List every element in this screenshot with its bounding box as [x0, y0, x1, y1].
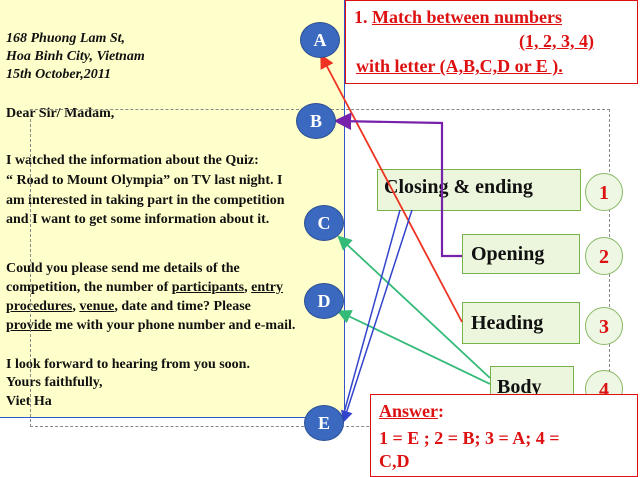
answer-title: Answer: [379, 401, 444, 422]
para1-line4: and I want to get some information about… [6, 212, 270, 227]
letter-circle-b[interactable]: B [296, 103, 336, 139]
answer-label: Answer [379, 401, 438, 421]
letter-circle-c[interactable]: C [304, 205, 344, 241]
answer-line1: 1 = E ; 2 = B; 3 = A; 4 = [379, 428, 560, 448]
para2-line4: provide me with your phone number and e-… [6, 317, 295, 335]
number-circle-1[interactable]: 1 [585, 173, 623, 211]
word-participants: participants [171, 280, 245, 295]
para2-text: , [244, 280, 252, 295]
arrow-closing-to-e [341, 209, 413, 423]
arrow-body-to-c [337, 235, 491, 379]
number-circle-2[interactable]: 2 [585, 237, 623, 275]
para2-line2: competition, the number of participants,… [6, 279, 283, 297]
para2-text: , date and time? Please [114, 299, 251, 314]
label-heading[interactable]: Heading [462, 302, 580, 344]
address-line-2: Hoa Binh City, Vietnam [6, 49, 145, 64]
instruction-box: 1. Match between numbers (1, 2, 3, 4) wi… [345, 0, 638, 84]
para2-text: me with your phone number and e-mail. [51, 318, 296, 333]
answer-box: Answer: 1 = E ; 2 = B; 3 = A; 4 = C,D [370, 394, 638, 477]
signature: Viet Ha [6, 394, 52, 409]
para2-line1: Could you please send me details of the [6, 261, 240, 276]
instruction-line1: 1. Match between numbers [354, 7, 562, 28]
label-closing-ending[interactable]: Closing & ending [377, 169, 581, 211]
para2-text: competition, the number of [6, 280, 172, 295]
word-entry: entry [251, 280, 284, 295]
letter-circle-e[interactable]: E [304, 405, 344, 441]
number-circle-3[interactable]: 3 [585, 307, 623, 345]
para1-line2: “ Road to Mount Olympia” on TV last nigh… [6, 173, 283, 188]
letter-circle-a[interactable]: A [300, 22, 340, 58]
word-provide: provide [6, 318, 52, 333]
para1-line3: am interested in taking part in the comp… [6, 193, 285, 208]
instruction-line2: (1, 2, 3, 4) [519, 31, 594, 51]
address-line-1: 168 Phuong Lam St, [6, 31, 126, 46]
arrow-closing-to-e-2 [341, 209, 401, 421]
arrow-opening-to-b [333, 112, 462, 258]
closing-line1: I look forward to hearing from you soon. [6, 357, 250, 372]
letter-circle-d[interactable]: D [304, 283, 344, 319]
answer-line2: C,D [379, 451, 410, 471]
instruction-text: Match between numbers [372, 7, 562, 27]
para2-text: , [72, 299, 80, 314]
answer-colon: : [438, 401, 444, 421]
instruction-number: 1. [354, 7, 372, 27]
arrow-body-to-d [336, 310, 491, 385]
arrow-heading-to-a [320, 53, 463, 323]
word-procedures: procedures [6, 299, 73, 314]
instruction-line3: with letter (A,B,C,D or E ). [356, 56, 563, 76]
para2-line3: procedures, venue, date and time? Please [6, 298, 251, 316]
label-opening[interactable]: Opening [462, 234, 580, 274]
para1-line1: I watched the information about the Quiz… [6, 153, 259, 168]
letter-date: 15th October,2011 [6, 67, 112, 82]
word-venue: venue [79, 299, 115, 314]
letter-panel: 168 Phuong Lam St, Hoa Binh City, Vietna… [0, 0, 345, 418]
